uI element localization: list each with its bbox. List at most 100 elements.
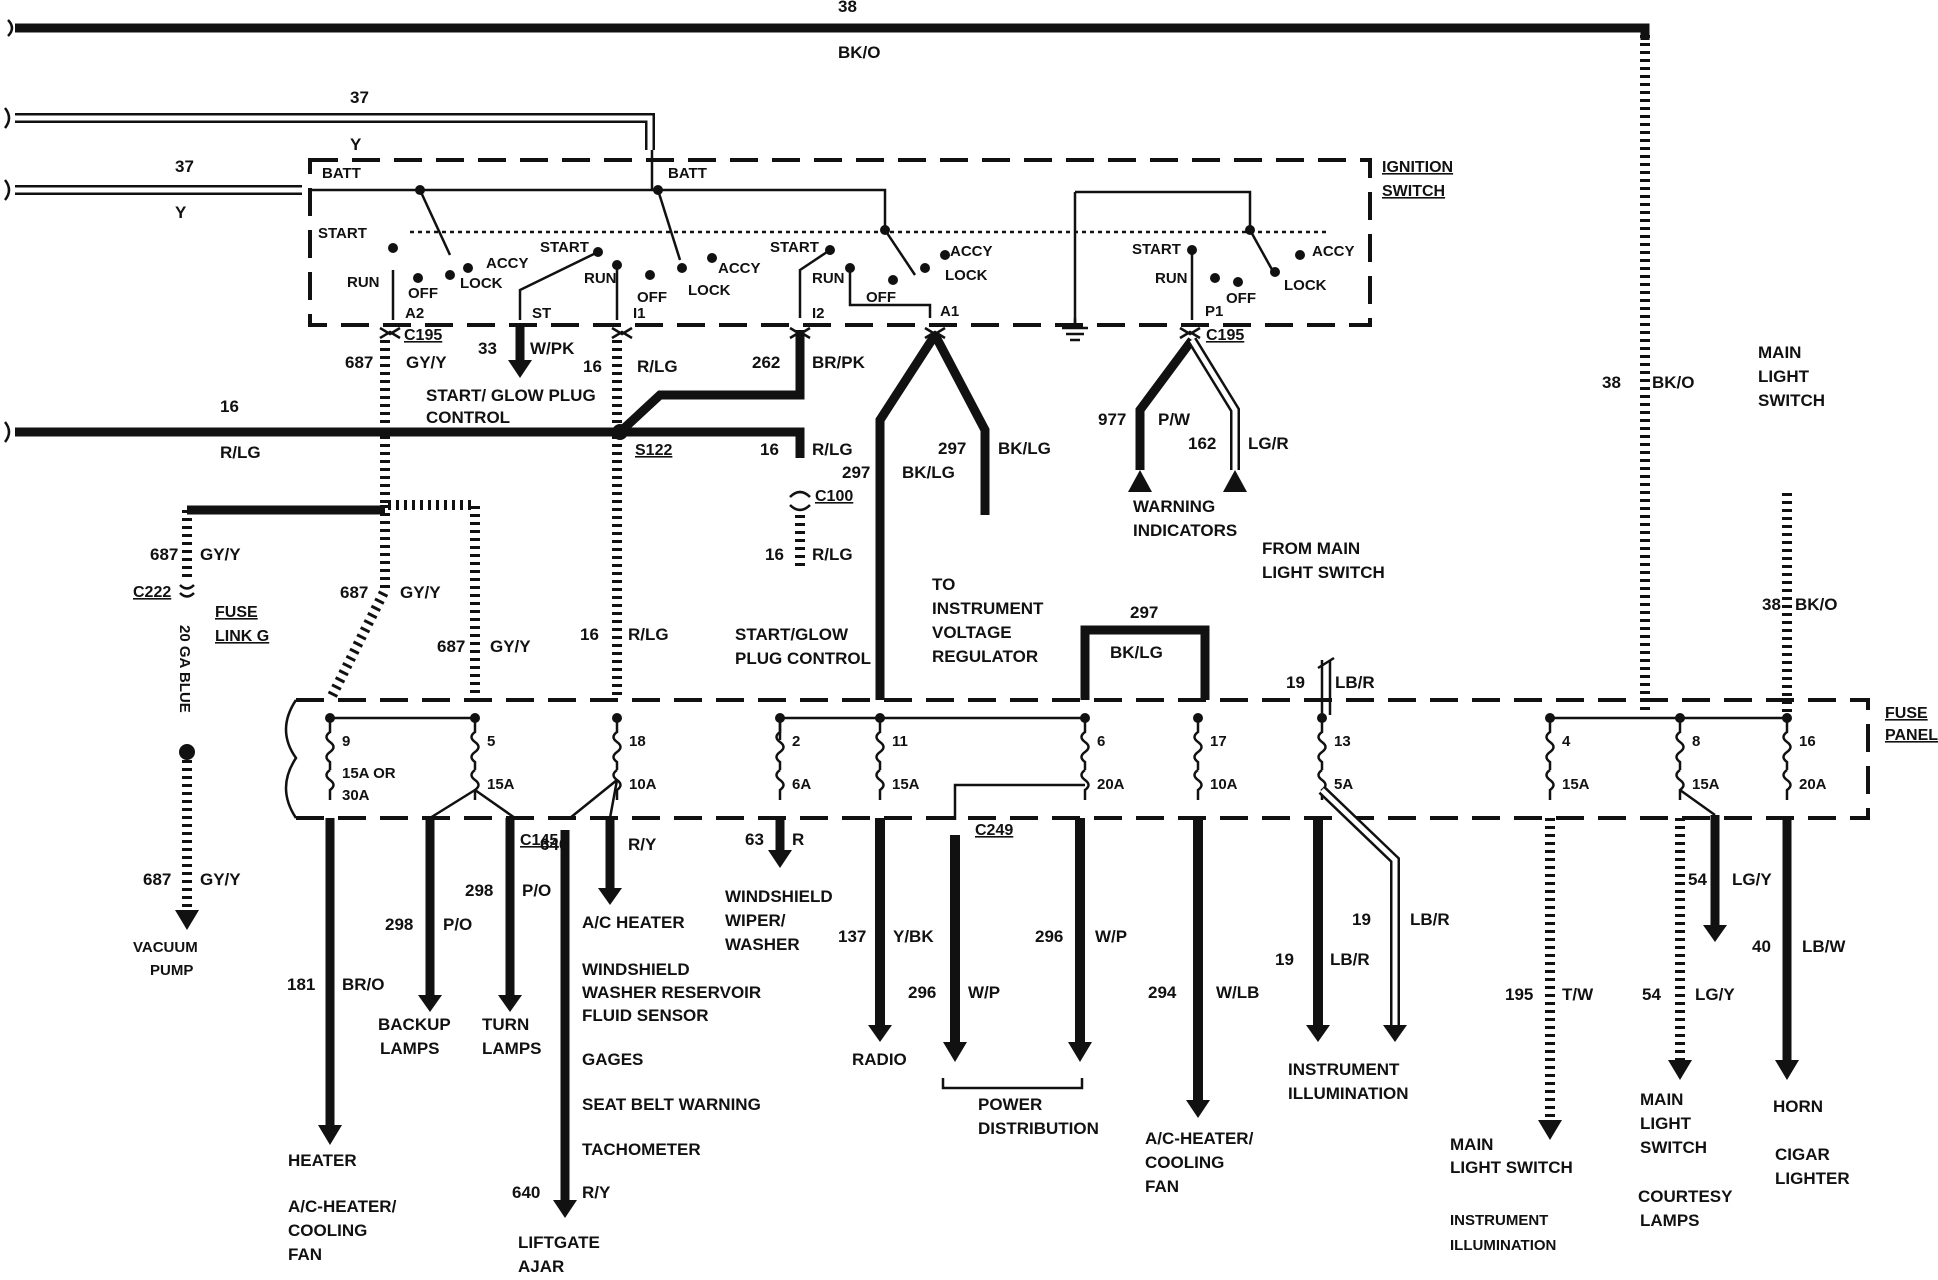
svg-text:38: 38 — [1602, 373, 1621, 392]
svg-text:WINDSHIELD: WINDSHIELD — [582, 960, 690, 979]
svg-text:297: 297 — [842, 463, 870, 482]
svg-text:16: 16 — [765, 545, 784, 564]
wire-37-upper: 37 Y — [3, 88, 655, 154]
svg-text:LAMPS: LAMPS — [380, 1039, 440, 1058]
output-heater: 181 BR/O HEATER A/C-HEATER/ COOLING FAN — [287, 818, 397, 1264]
svg-text:54: 54 — [1642, 985, 1661, 1004]
svg-text:GY/Y: GY/Y — [200, 870, 241, 889]
svg-text:640: 640 — [512, 1183, 540, 1202]
fuse-number: 9 — [342, 733, 350, 750]
svg-text:R/Y: R/Y — [582, 1183, 611, 1202]
fuse-number: 16 — [1799, 733, 1816, 750]
svg-text:687: 687 — [150, 545, 178, 564]
svg-text:16: 16 — [583, 357, 602, 376]
output-instrument-illumination: 19 LB/R 19 LB/R INSTRUMENT ILLUMINATION — [1275, 786, 1450, 1103]
svg-text:LINK G: LINK G — [215, 628, 269, 645]
svg-text:195: 195 — [1505, 985, 1533, 1004]
svg-text:BR/PK: BR/PK — [812, 353, 866, 372]
svg-text:WINDSHIELD: WINDSHIELD — [725, 887, 833, 906]
ground-icon — [1062, 318, 1088, 342]
svg-text:PLUG CONTROL: PLUG CONTROL — [735, 649, 871, 668]
svg-text:LG/Y: LG/Y — [1732, 870, 1772, 889]
svg-text:MAIN: MAIN — [1640, 1090, 1683, 1109]
connector-c222: C222 — [133, 584, 171, 601]
svg-text:FUSE: FUSE — [1885, 705, 1928, 722]
fuse-rating: 20A — [1799, 776, 1827, 793]
svg-text:LB/W: LB/W — [1802, 937, 1846, 956]
fuse-number: 8 — [1692, 733, 1700, 750]
svg-text:297: 297 — [1130, 603, 1158, 622]
svg-text:R/LG: R/LG — [812, 440, 853, 459]
svg-text:AJAR: AJAR — [518, 1257, 564, 1276]
svg-text:WARNING: WARNING — [1133, 497, 1215, 516]
svg-text:TURN: TURN — [482, 1015, 529, 1034]
wire-38-top-color: BK/O — [838, 43, 881, 62]
svg-text:296: 296 — [1035, 927, 1063, 946]
svg-text:63: 63 — [745, 830, 764, 849]
fuse-2: 26A — [775, 713, 811, 800]
splice-s122: S122 — [635, 442, 672, 459]
ignition-switch-title-2: SWITCH — [1382, 183, 1445, 200]
wire-16: 16 R/LG 16 R/LG 16 R/LG 16 R/LG 16 R/LG … — [3, 330, 853, 700]
wire-37-lower: 37 Y — [3, 157, 302, 222]
wire-33: 33 W/PK — [478, 325, 575, 378]
svg-text:START/GLOW: START/GLOW — [735, 625, 849, 644]
svg-text:P/O: P/O — [522, 881, 551, 900]
svg-text:19: 19 — [1286, 673, 1305, 692]
svg-text:INSTRUMENT: INSTRUMENT — [1450, 1212, 1548, 1229]
svg-text:40: 40 — [1752, 937, 1771, 956]
svg-text:BACKUP: BACKUP — [378, 1015, 451, 1034]
svg-text:19: 19 — [1275, 950, 1294, 969]
fuse-number: 18 — [629, 733, 646, 750]
svg-text:RUN: RUN — [1155, 270, 1188, 287]
svg-text:162: 162 — [1188, 434, 1216, 453]
svg-text:181: 181 — [287, 975, 315, 994]
svg-text:GAGES: GAGES — [582, 1050, 643, 1069]
svg-text:LG/R: LG/R — [1248, 434, 1289, 453]
svg-text:LB/R: LB/R — [1410, 910, 1450, 929]
svg-text:262: 262 — [752, 353, 780, 372]
fuse-rating: 15A — [487, 776, 515, 793]
wire-38-top-circuit: 38 — [838, 0, 857, 16]
fuse-16: 16 20A — [1782, 713, 1827, 800]
svg-text:LOCK: LOCK — [945, 267, 988, 284]
svg-text:BK/O: BK/O — [1795, 595, 1838, 614]
svg-text:Y: Y — [350, 135, 362, 154]
svg-text:LOCK: LOCK — [460, 275, 503, 292]
svg-text:GY/Y: GY/Y — [400, 583, 441, 602]
svg-text:687: 687 — [143, 870, 171, 889]
svg-text:BATT: BATT — [668, 165, 707, 182]
svg-text:A2: A2 — [405, 305, 424, 322]
svg-text:OFF: OFF — [1226, 290, 1256, 307]
svg-text:CONTROL: CONTROL — [426, 408, 510, 427]
connector-c195-b: C195 — [1206, 327, 1244, 344]
output-ac-heater: 640 R/Y 640 R/Y A/C HEATER WINDSHIELD WA… — [512, 779, 761, 1276]
svg-text:RUN: RUN — [584, 270, 617, 287]
svg-text:R/LG: R/LG — [220, 443, 261, 462]
ignition-switch-title-1: IGNITION — [1382, 159, 1453, 176]
wire-262: 262 BR/PK — [752, 353, 866, 372]
svg-text:GY/Y: GY/Y — [200, 545, 241, 564]
svg-text:A1: A1 — [940, 303, 959, 320]
svg-text:LIGHT: LIGHT — [1640, 1114, 1692, 1133]
svg-text:TACHOMETER: TACHOMETER — [582, 1140, 701, 1159]
svg-text:FAN: FAN — [288, 1245, 322, 1264]
switch-group-1: START RUN OFF LOCK ACCY A2 — [318, 185, 529, 322]
svg-text:REGULATOR: REGULATOR — [932, 647, 1038, 666]
svg-text:BATT: BATT — [322, 165, 361, 182]
connector-c145: C145 — [520, 832, 558, 849]
svg-text:37: 37 — [175, 157, 194, 176]
fuse-rating-alt: 30A — [342, 787, 370, 804]
svg-text:ACCY: ACCY — [1312, 243, 1355, 260]
svg-text:16: 16 — [220, 397, 239, 416]
svg-text:37: 37 — [350, 88, 369, 107]
svg-text:PANEL: PANEL — [1885, 727, 1938, 744]
svg-text:TO: TO — [932, 575, 955, 594]
connector-c100: C100 — [815, 488, 853, 505]
svg-text:WIPER/: WIPER/ — [725, 911, 786, 930]
